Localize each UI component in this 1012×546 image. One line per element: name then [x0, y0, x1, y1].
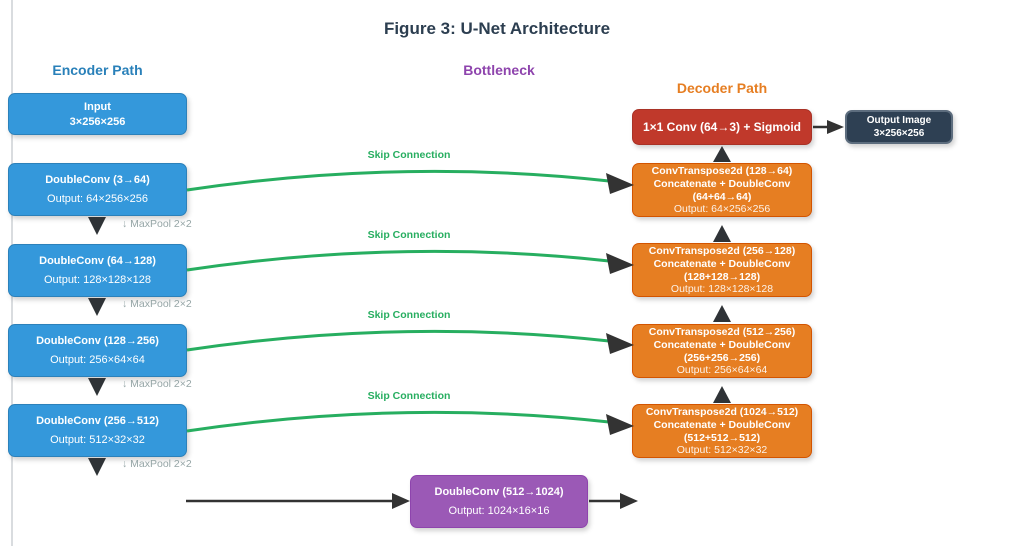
bottleneck-block-output: Output: 1024×16×16: [448, 505, 550, 517]
decoder-block-concat: Concatenate + DoubleConv: [653, 178, 791, 190]
output-image-title: Output Image: [866, 115, 932, 126]
decoder-block-channels: (64+64→64): [692, 191, 752, 203]
decoder-block-3: ConvTranspose2d (512→256) Concatenate + …: [632, 324, 812, 378]
bottleneck-header: Bottleneck: [463, 62, 535, 78]
upsample-arrow-3: [713, 305, 731, 322]
skip-connection-arrow-2: [186, 249, 634, 274]
encoder-path-header: Encoder Path: [52, 62, 143, 78]
encoder-block-output: Output: 128×128×128: [43, 274, 152, 286]
decoder-block-output: Output: 64×256×256: [673, 203, 771, 215]
final-conv-block: 1×1 Conv (64→3) + Sigmoid: [632, 109, 812, 145]
figure-title: Figure 3: U-Net Architecture: [383, 19, 611, 38]
bottleneck-out-arrow: [589, 493, 638, 509]
maxpool-arrow-1: [88, 217, 106, 235]
skip-connection-arrow-1: [186, 169, 634, 194]
decoder-block-1: ConvTranspose2d (128→64) Concatenate + D…: [632, 163, 812, 217]
input-block: Input 3×256×256: [8, 93, 187, 135]
decoder-block-output: Output: 512×32×32: [676, 444, 768, 456]
decoder-block-convtranspose: ConvTranspose2d (512→256): [648, 326, 796, 338]
skip-connection-arrow-3: [186, 329, 634, 354]
decoder-block-concat: Concatenate + DoubleConv: [653, 339, 791, 351]
maxpool-label-3: ↓ MaxPool 2×2: [122, 378, 192, 390]
decoder-block-channels: (512+512→512): [683, 432, 761, 444]
decoder-block-concat: Concatenate + DoubleConv: [653, 419, 791, 431]
maxpool-arrow-2: [88, 298, 106, 316]
encoder-block-output: Output: 64×256×256: [47, 193, 148, 205]
upsample-arrow-4: [713, 386, 731, 403]
maxpool-label-1: ↓ MaxPool 2×2: [122, 218, 192, 230]
bottleneck-block-title: DoubleConv (512→1024): [434, 486, 564, 498]
encoder-block-title: DoubleConv (3→64): [45, 174, 150, 186]
input-block-title: Input: [84, 100, 111, 113]
maxpool-arrow-3: [88, 378, 106, 396]
output-image-block: Output Image 3×256×256: [845, 110, 953, 144]
output-image-shape: 3×256×256: [873, 128, 925, 139]
decoder-path-header: Decoder Path: [676, 80, 768, 96]
encoder-block-2: DoubleConv (64→128) Output: 128×128×128: [8, 244, 187, 297]
decoder-block-output: Output: 256×64×64: [676, 364, 768, 376]
upsample-arrow-1: [713, 146, 731, 162]
decoder-block-convtranspose: ConvTranspose2d (256→128): [648, 245, 796, 257]
skip-connection-label-4: Skip Connection: [367, 390, 451, 402]
encoder-block-4: DoubleConv (256→512) Output: 512×32×32: [8, 404, 187, 457]
encoder-block-1: DoubleConv (3→64) Output: 64×256×256: [8, 163, 187, 216]
maxpool-arrow-4: [88, 458, 106, 476]
decoder-block-2: ConvTranspose2d (256→128) Concatenate + …: [632, 243, 812, 297]
skip-connection-label-2: Skip Connection: [367, 229, 451, 241]
encoder-block-3: DoubleConv (128→256) Output: 256×64×64: [8, 324, 187, 377]
decoder-block-concat: Concatenate + DoubleConv: [653, 258, 791, 270]
decoder-block-channels: (256+256→256): [683, 352, 761, 364]
skip-connection-label-1: Skip Connection: [367, 149, 451, 161]
decoder-block-channels: (128+128→128): [683, 271, 761, 283]
encoder-block-title: DoubleConv (128→256): [36, 335, 159, 347]
decoder-block-convtranspose: ConvTranspose2d (1024→512): [645, 406, 799, 418]
encoder-block-title: DoubleConv (256→512): [36, 415, 159, 427]
decoder-block-4: ConvTranspose2d (1024→512) Concatenate +…: [632, 404, 812, 458]
encoder-block-output: Output: 512×32×32: [50, 434, 145, 446]
maxpool-label-4: ↓ MaxPool 2×2: [122, 458, 192, 470]
upsample-arrow-2: [713, 225, 731, 242]
encoder-block-title: DoubleConv (64→128): [39, 255, 156, 267]
decoder-block-convtranspose: ConvTranspose2d (128→64): [651, 165, 793, 177]
decoder-block-output: Output: 128×128×128: [670, 283, 774, 295]
input-block-shape: 3×256×256: [69, 115, 126, 128]
bottleneck-block: DoubleConv (512→1024) Output: 1024×16×16: [410, 475, 588, 528]
final-conv-label: 1×1 Conv (64→3) + Sigmoid: [642, 120, 802, 134]
bottleneck-in-arrow: [186, 493, 410, 509]
final-output-arrow: [813, 120, 844, 134]
maxpool-label-2: ↓ MaxPool 2×2: [122, 298, 192, 310]
skip-connection-arrow-4: [186, 410, 634, 435]
encoder-block-output: Output: 256×64×64: [50, 354, 145, 366]
skip-connection-label-3: Skip Connection: [367, 309, 451, 321]
